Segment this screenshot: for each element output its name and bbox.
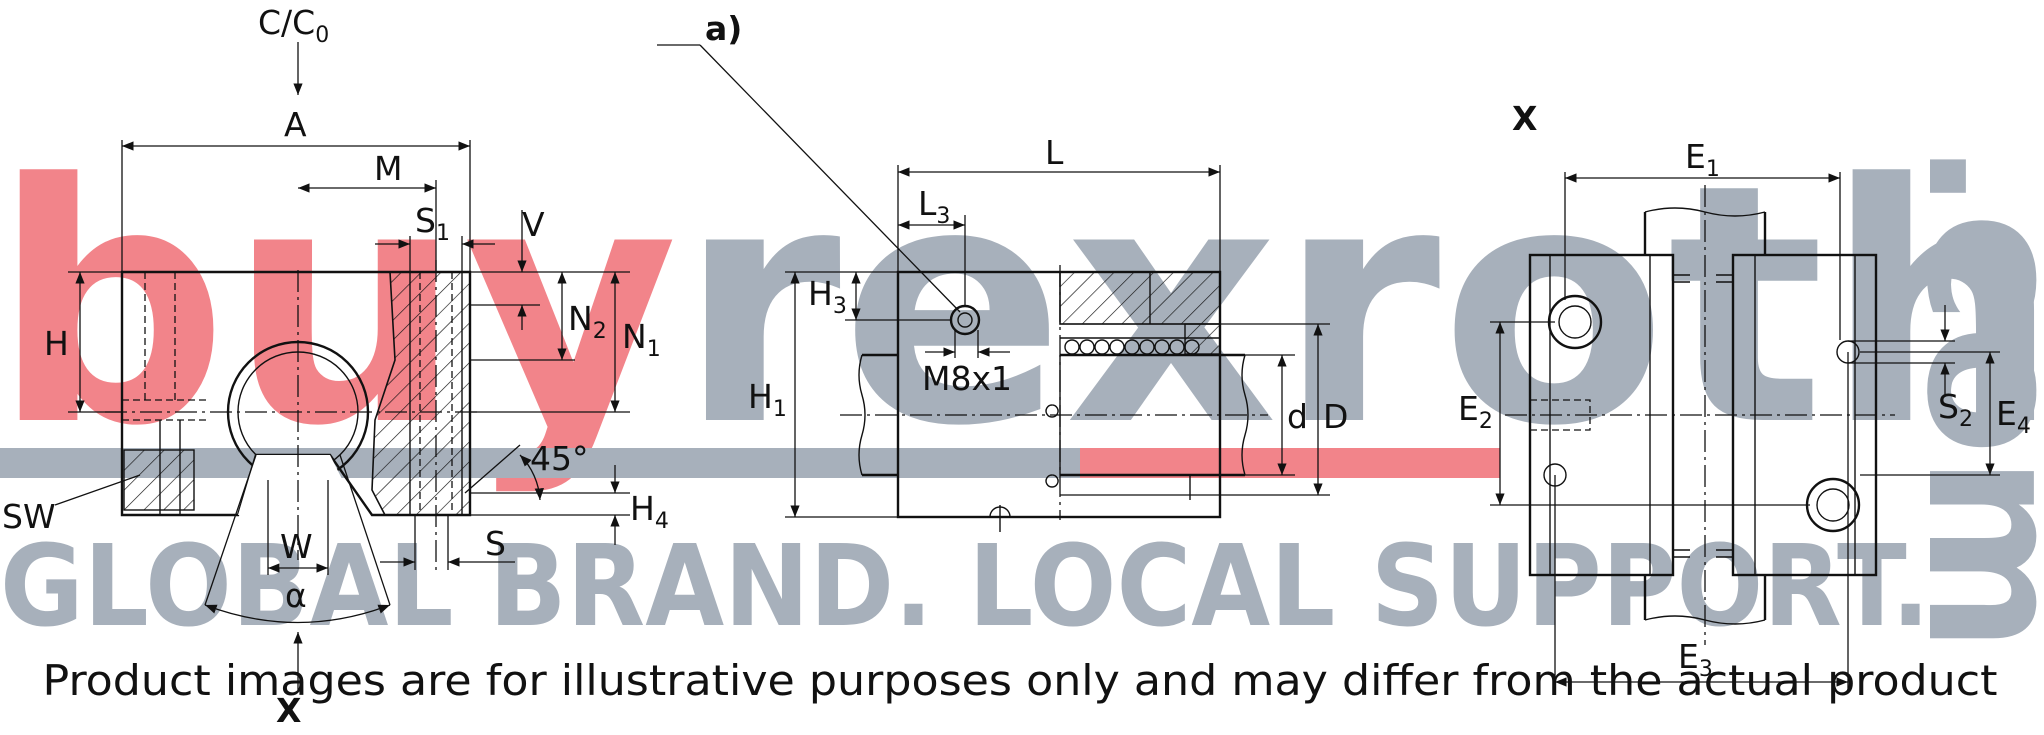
top-view: X E1 E2 E3 S2 E4 <box>1458 99 2031 690</box>
label-W: W <box>280 527 313 566</box>
label-45deg: 45° <box>530 439 589 478</box>
clamp-screw-section <box>123 449 195 511</box>
hatched-section <box>371 271 471 516</box>
label-N2: N2 <box>568 299 607 344</box>
label-M8x1: M8x1 <box>922 359 1012 398</box>
label-E4: E4 <box>1996 394 2031 439</box>
label-SW: SW <box>2 497 56 536</box>
label-D: D <box>1323 397 1348 436</box>
label-M: M <box>374 149 402 188</box>
label-H: H <box>44 324 69 363</box>
side-view: L L3 H3 H1 M8x1 a) d D <box>657 9 1348 532</box>
label-N1: N1 <box>622 317 661 362</box>
label-S1: S1 <box>415 201 450 246</box>
watermark-suffix: .com <box>1885 140 2044 653</box>
label-X-right: X <box>1512 99 1537 138</box>
side-hatched-section <box>1059 271 1221 325</box>
disclaimer-text: Product images are for illustrative purp… <box>43 656 1998 705</box>
front-view: C/C0 A M S1 V H N2 N1 <box>2 3 669 730</box>
label-E3: E3 <box>1678 637 1713 682</box>
watermark-tagline: GLOBAL BRAND. LOCAL SUPPORT. <box>0 522 1930 652</box>
label-E1: E1 <box>1685 137 1720 182</box>
side-seal <box>1184 323 1221 355</box>
label-note-a: a) <box>705 9 742 48</box>
label-H3: H3 <box>808 274 847 319</box>
label-S2: S2 <box>1938 387 1973 432</box>
label-d: d <box>1287 397 1308 436</box>
label-X-bottom: X <box>276 691 301 730</box>
watermark-bar-red <box>1080 448 1500 478</box>
label-alpha: α <box>285 576 307 615</box>
label-H1: H1 <box>748 377 787 422</box>
watermark-brand-gray: rexroth <box>678 114 2044 498</box>
label-E2: E2 <box>1458 389 1493 434</box>
label-A: A <box>284 105 307 144</box>
label-S: S <box>485 524 506 563</box>
label-load: C/C0 <box>258 3 329 48</box>
side-housing <box>896 270 1222 519</box>
ball-row <box>1064 339 1200 355</box>
label-L: L <box>1045 133 1064 172</box>
label-V: V <box>522 205 545 244</box>
label-L3: L3 <box>918 184 950 229</box>
label-H4: H4 <box>630 489 669 534</box>
watermark: buyrexroth .com GLOBAL BRAND. LOCAL SUPP… <box>0 114 2044 653</box>
